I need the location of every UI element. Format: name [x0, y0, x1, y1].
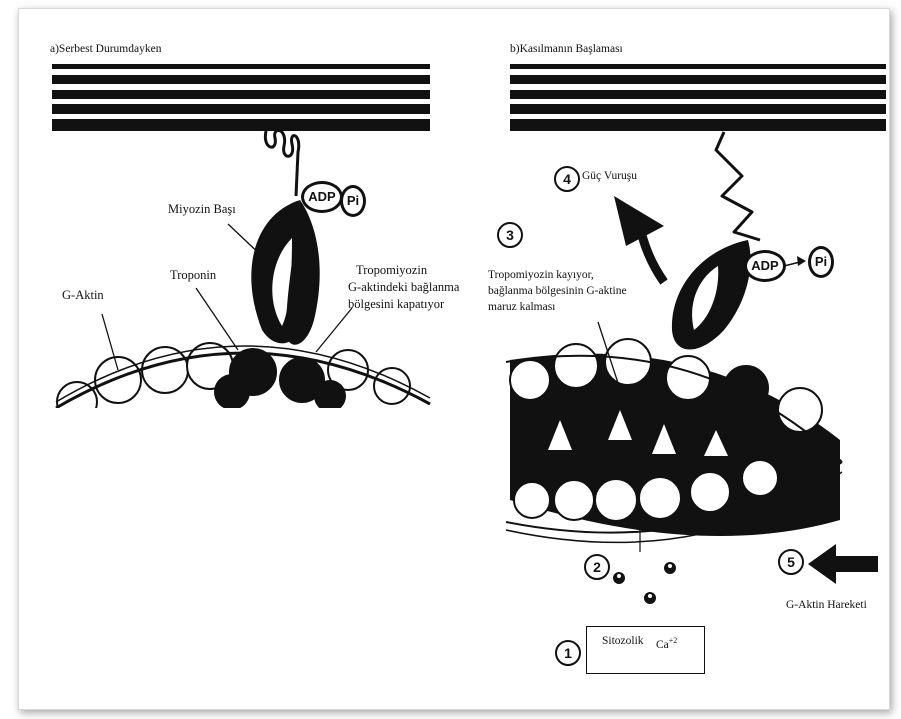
thick-filament-b	[510, 64, 886, 131]
myosin-neck-a	[265, 130, 298, 196]
step-3-marker: 3	[497, 222, 523, 248]
actin-filament-b	[506, 339, 842, 542]
step-2-marker: 2	[584, 554, 610, 580]
actin-movement-label: G-Aktin Hareketi	[786, 598, 867, 612]
calcium-text: Ca	[656, 639, 669, 651]
adp-badge-a: ADP	[301, 181, 343, 213]
pi-release-arrow	[784, 256, 806, 266]
tropomyosin-label-b-3: maruz kalması	[488, 300, 555, 314]
panel-b-title: b)Kasılmanın Başlaması	[510, 42, 623, 56]
tropomyosin-label-a-1: Tropomiyozin	[356, 263, 427, 279]
myosin-neck-b	[716, 132, 760, 240]
tropomyosin-label-b-1: Tropomiyozin kayıyor,	[488, 268, 594, 282]
step-4-marker: 4	[554, 166, 580, 192]
tropomyosin-label-a-3: bölgesini kapatıyor	[348, 297, 444, 313]
thick-filament-a	[52, 64, 430, 131]
power-stroke-label: Güç Vuruşu	[582, 169, 637, 183]
actin-filament-a	[40, 343, 440, 438]
calcium-symbol: Ca+2	[656, 636, 677, 652]
step-1-marker: 1	[555, 640, 581, 666]
tropomyosin-label-a-2: G-aktindeki bağlanma	[348, 280, 459, 296]
actin-movement-arrow	[808, 544, 878, 584]
adp-badge-b: ADP	[744, 250, 786, 282]
myosin-head-a	[251, 200, 319, 345]
step-5-marker: 5	[778, 549, 804, 575]
tropomyosin-label-b-2: bağlanma bölgesinin G-aktine	[488, 284, 627, 298]
cytosolic-label: Sitozolik	[602, 634, 644, 648]
panel-a-title: a)Serbest Durumdayken	[50, 42, 161, 56]
power-stroke-arrow	[614, 196, 664, 282]
pi-badge-b: Pi	[808, 246, 834, 278]
pi-badge-a: Pi	[340, 185, 366, 217]
troponin-label: Troponin	[170, 268, 216, 284]
myosin-head-label: Miyozin Başı	[168, 202, 236, 218]
myosin-head-b	[672, 240, 751, 350]
calcium-ions	[613, 562, 676, 604]
g-actin-label: G-Aktin	[62, 288, 104, 304]
calcium-charge: +2	[669, 636, 678, 645]
